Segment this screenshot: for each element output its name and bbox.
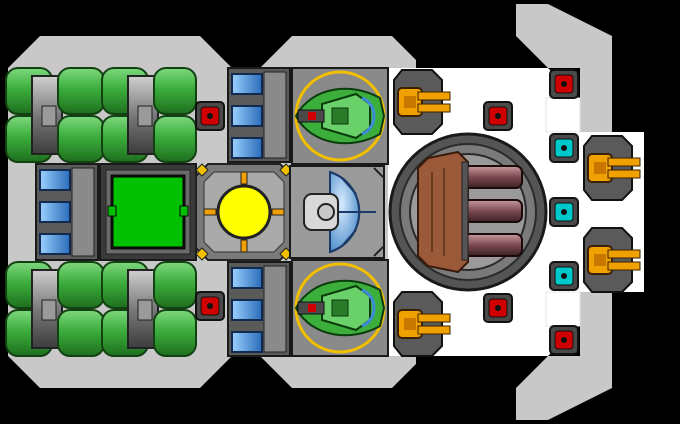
cannon-turret-bottom-left[interactable] bbox=[393, 291, 451, 357]
hull-fin-top bbox=[516, 4, 612, 132]
cannon-turret-top-left[interactable] bbox=[393, 69, 451, 135]
red-power-socket-4[interactable] bbox=[483, 293, 513, 323]
cyan-power-socket-8[interactable] bbox=[549, 197, 579, 227]
red-power-socket-6[interactable] bbox=[549, 325, 579, 355]
fuel-tank-icon bbox=[5, 67, 105, 163]
shield-generator-icon bbox=[289, 165, 385, 259]
cargo-hold-icon bbox=[388, 132, 548, 292]
engine-pod-icon bbox=[291, 67, 389, 165]
fuel-tank-bank-bottom-right[interactable] bbox=[101, 261, 197, 357]
cannon-turret-right-upper[interactable] bbox=[583, 135, 641, 201]
hull-fin-bottom bbox=[516, 292, 612, 420]
fuel-tank-icon bbox=[5, 261, 105, 357]
reactor-core[interactable] bbox=[195, 163, 293, 261]
cannon-turret-icon bbox=[583, 135, 641, 201]
cannon-turret-icon bbox=[393, 69, 451, 135]
battery-column-top[interactable] bbox=[227, 67, 291, 163]
command-console[interactable] bbox=[99, 163, 197, 261]
fuel-tank-icon bbox=[101, 67, 197, 163]
battery-column-bottom[interactable] bbox=[227, 261, 291, 357]
cyan-power-socket-7[interactable] bbox=[549, 133, 579, 163]
fuel-tank-bank-top-right[interactable] bbox=[101, 67, 197, 163]
cannon-turret-right-lower[interactable] bbox=[583, 227, 641, 293]
battery-icon bbox=[227, 261, 291, 357]
fuel-tank-icon bbox=[101, 261, 197, 357]
battery-icon bbox=[35, 163, 99, 261]
red-power-socket-2[interactable] bbox=[195, 291, 225, 321]
shield-generator[interactable] bbox=[289, 165, 385, 259]
red-power-socket-5[interactable] bbox=[549, 69, 579, 99]
fuel-tank-bank-bottom-left[interactable] bbox=[5, 261, 105, 357]
cyan-power-socket-9[interactable] bbox=[549, 261, 579, 291]
reactor-core-icon bbox=[195, 163, 293, 261]
engine-pod-top[interactable] bbox=[291, 67, 389, 165]
fuel-tank-bank-top-left[interactable] bbox=[5, 67, 105, 163]
cargo-hold[interactable] bbox=[388, 132, 548, 292]
battery-icon bbox=[227, 67, 291, 163]
engine-pod-icon bbox=[291, 259, 389, 357]
cannon-turret-icon bbox=[393, 291, 451, 357]
battery-column-left[interactable] bbox=[35, 163, 99, 261]
engine-pod-bottom[interactable] bbox=[291, 259, 389, 357]
cannon-turret-icon bbox=[583, 227, 641, 293]
power-sockets bbox=[195, 69, 579, 355]
red-power-socket-1[interactable] bbox=[195, 101, 225, 131]
red-power-socket-3[interactable] bbox=[483, 101, 513, 131]
command-console-icon bbox=[99, 163, 197, 261]
